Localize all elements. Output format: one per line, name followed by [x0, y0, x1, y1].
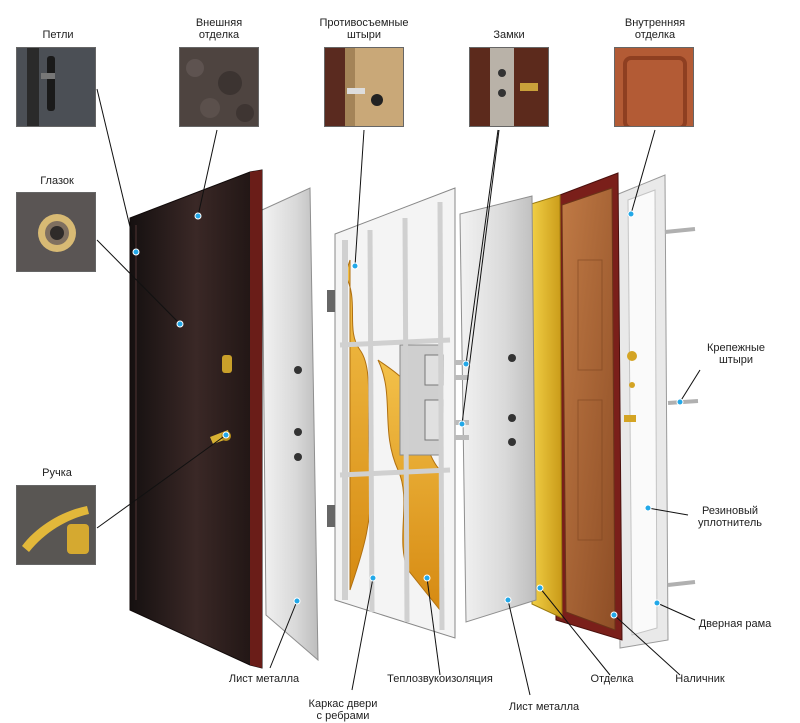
hinge-photo [16, 47, 96, 127]
label-insulation: Теплозвукоизоляция [387, 673, 493, 685]
label-metal-sheet-outer: Лист металла [228, 673, 300, 685]
label-hinges: Петли [42, 29, 74, 41]
lock-photo [469, 47, 549, 127]
outer-finish-photo [179, 47, 259, 127]
anti-removal-pin-photo [324, 47, 404, 127]
label-trim: Наличник [675, 673, 725, 685]
inner-finish-photo [614, 47, 694, 127]
peephole-photo [16, 192, 96, 272]
handle-photo [16, 485, 96, 565]
label-peephole: Глазок [40, 175, 74, 187]
trim-panel [551, 172, 637, 641]
label-finish: Отделка [590, 673, 634, 685]
label-locks: Замки [493, 29, 525, 41]
metal-sheet-outer [261, 187, 319, 662]
metal-sheet-inner [459, 195, 537, 623]
label-door-frame: Дверная рама [698, 618, 772, 630]
door-frame [615, 174, 699, 649]
label-handle: Ручка [42, 467, 72, 479]
leader-lines [96, 88, 701, 696]
markers [132, 210, 684, 619]
door-frame-ribs [327, 187, 469, 639]
label-metal-sheet-inner: Лист металла [508, 701, 580, 713]
outer-door-leaf [129, 169, 263, 669]
